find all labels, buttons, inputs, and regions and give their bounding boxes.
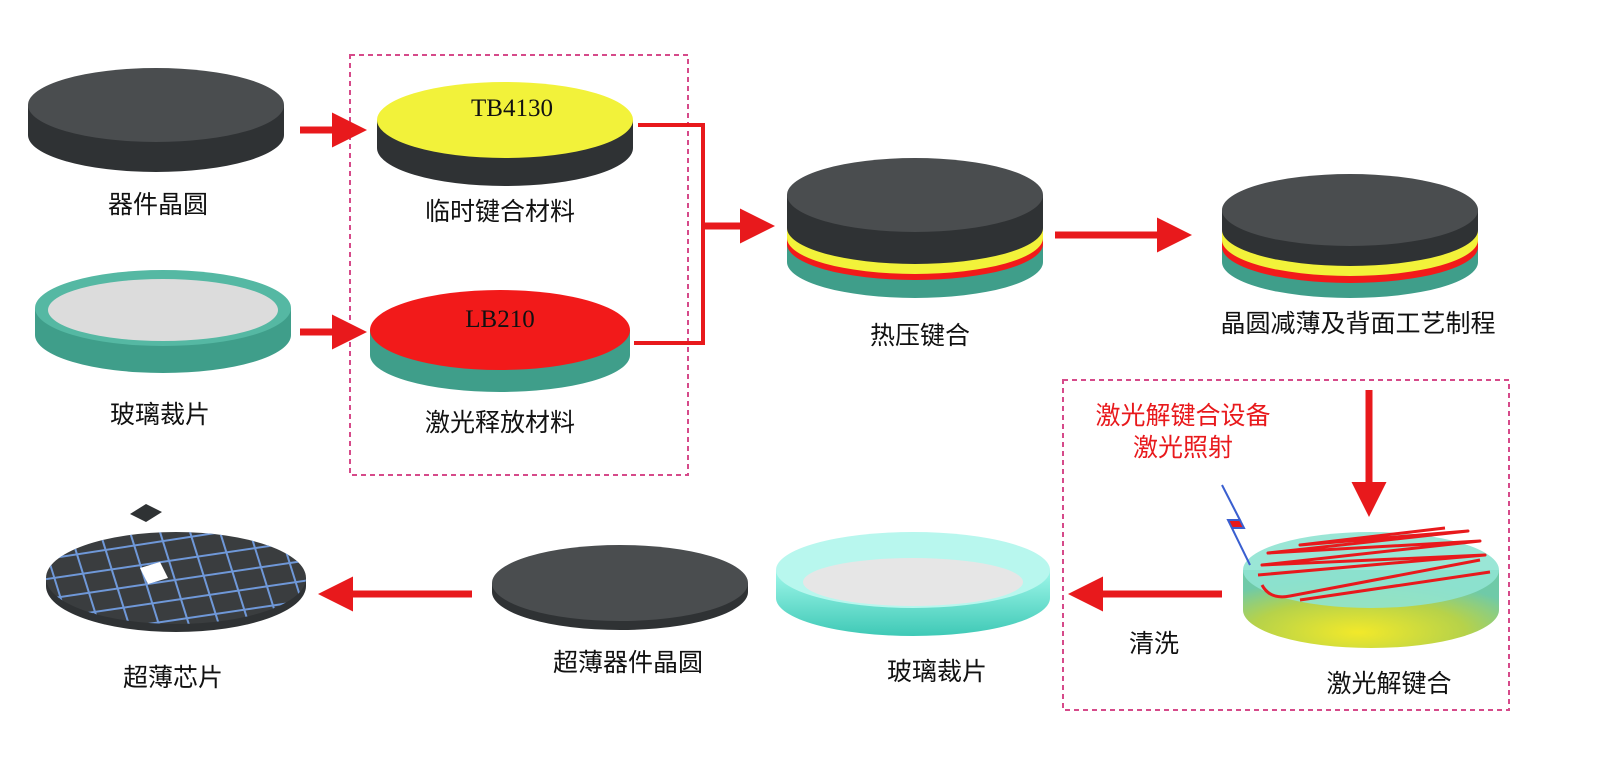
label-lb-code: LB210 xyxy=(465,306,535,333)
label-ultrathin-device-wafer: 超薄器件晶圆 xyxy=(552,648,704,677)
label-laser-equipment: 激光解键合设备 xyxy=(1095,401,1271,430)
label-device-wafer: 器件晶圆 xyxy=(107,190,209,219)
device-wafer-disk xyxy=(28,68,284,172)
label-glass-carrier-top: 玻璃裁片 xyxy=(109,400,211,429)
lifted-chip xyxy=(130,504,162,522)
label-tb-code: TB4130 xyxy=(471,95,553,122)
glass-carrier-disk-top xyxy=(35,270,291,373)
label-thermo-compression-bonding: 热压键合 xyxy=(869,321,971,350)
label-laser-irradiation: 激光照射 xyxy=(1132,433,1234,462)
diced-wafer-disk xyxy=(46,532,306,632)
laser-debond-disk xyxy=(1243,526,1499,648)
label-laser-debonding: 激光解键合 xyxy=(1326,669,1452,698)
material-frame xyxy=(349,54,689,476)
label-glass-carrier-bottom: 玻璃裁片 xyxy=(886,657,988,686)
laser-bolt-icon xyxy=(1221,484,1251,566)
thinned-stack-disk xyxy=(1222,174,1478,298)
lb-material-disk xyxy=(370,290,630,392)
label-cleaning: 清洗 xyxy=(1128,629,1180,658)
tb-material-disk xyxy=(377,82,633,186)
label-ultrathin-chip: 超薄芯片 xyxy=(122,663,224,692)
glass-carrier-disk-bottom xyxy=(776,532,1050,636)
ultrathin-wafer-disk xyxy=(492,545,748,630)
debonding-frame xyxy=(1062,379,1510,711)
label-laser-release-material: 激光释放材料 xyxy=(424,408,576,437)
bonded-stack-disk xyxy=(787,158,1043,298)
bracket-connector xyxy=(634,123,705,345)
label-temp-bonding-material: 临时键合材料 xyxy=(424,197,576,226)
label-thinning-backside: 晶圆减薄及背面工艺制程 xyxy=(1220,309,1496,338)
